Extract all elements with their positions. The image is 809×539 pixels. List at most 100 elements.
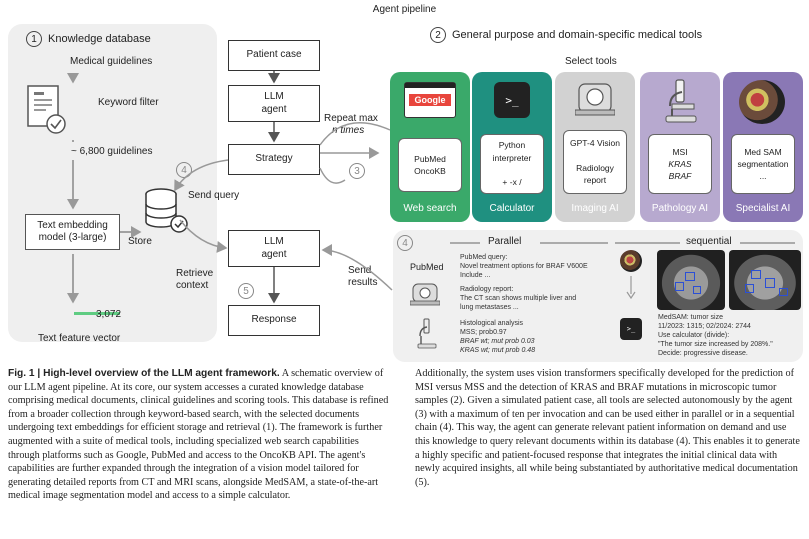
medsam-title: MedSAM: tumor size <box>658 314 723 321</box>
microscope-icon <box>665 79 697 123</box>
pathology-item-0: MSI <box>672 146 688 157</box>
decision-line: Decide: progressive disease. <box>658 350 748 357</box>
web-search-inner: PubMed OncoKB <box>398 138 462 192</box>
step-number-4b: 4 <box>397 235 413 251</box>
sequential-label: sequential <box>686 236 732 247</box>
pubmed-query-text: Novel treatment options for BRAF V600E <box>460 263 588 270</box>
microscope-small-icon <box>417 318 437 349</box>
specialist-item-2: ... <box>759 171 767 182</box>
embedding-line1: Text embedding <box>37 219 108 231</box>
imaging-item-1 <box>594 150 596 162</box>
pathology-inner: MSI KRAS BRAF <box>648 134 712 194</box>
medsam-values: 11/2023: 1315; 02/2024: 2744 <box>658 323 751 330</box>
feature-vector-bar <box>74 312 120 315</box>
radiology-title: Radiology report: <box>460 286 514 293</box>
step-number-1: 1 <box>26 31 42 47</box>
pubmed-query-more: Include ... <box>460 272 491 279</box>
pathology-label: Pathology AI <box>651 203 709 214</box>
section1-title: Knowledge database <box>48 33 151 45</box>
keyword-filter-label: Keyword filter <box>98 97 159 108</box>
calc-line: Use calculator (divide): <box>658 332 730 339</box>
llm-agent-box-2: LLM agent <box>228 230 320 267</box>
flow-arrows <box>67 71 393 304</box>
tool-specialist-ai: Med SAM segmentation ... Specialist AI <box>723 72 803 222</box>
histology-title: Histological analysis <box>460 320 524 327</box>
mode-divider-lines <box>450 242 795 244</box>
web-search-label: Web search <box>403 203 457 214</box>
retrieve-context-label: Retrieve context <box>176 268 214 291</box>
step-number-5: 5 <box>238 283 254 299</box>
terminal-icon: >_ <box>494 82 530 118</box>
calc-result: "The tumor size increased by 208%." <box>658 341 773 348</box>
repeat-line1: Repeat max <box>324 113 378 124</box>
calculator-item-0: Python <box>498 140 526 151</box>
tool-calculator: >_ Python interpreter + -x / Calculator <box>472 72 552 222</box>
tool-web-search: Google PubMed OncoKB Web search <box>390 72 470 222</box>
caption-left-text: A schematic overview of our LLM agent pi… <box>8 368 389 502</box>
web-search-item-1: OncoKB <box>414 166 446 176</box>
calculator-item-1: interpreter <box>492 152 532 163</box>
caption-left-bold: Fig. 1 | High-level overview of the LLM … <box>8 368 280 379</box>
vector-label: Text feature vector <box>38 333 121 344</box>
histology-kras: KRAS wt; mut prob 0.48 <box>460 347 536 354</box>
calculator-item-3: + -x / <box>502 177 522 188</box>
tool-imaging-ai: GPT-4 Vision Radiology report Imaging AI <box>555 72 635 222</box>
histology-braf: BRAF wt; mut prob 0.03 <box>460 338 535 345</box>
send-results-label: Send results <box>348 265 378 288</box>
medsam-results-block: MedSAM: tumor size 11/2023: 1315; 02/202… <box>658 313 803 358</box>
calculator-item-2 <box>511 164 513 176</box>
imaging-item-3: report <box>583 175 607 186</box>
step-number-4a: 4 <box>176 162 192 178</box>
figure-title: Agent pipeline <box>372 4 437 15</box>
browser-window-icon: Google <box>404 82 456 118</box>
select-tools-label: Select tools <box>565 56 617 67</box>
specialist-item-0: Med SAM <box>744 146 782 157</box>
ct-scanner-icon <box>575 83 615 116</box>
pathology-item-1: KRAS <box>668 158 692 169</box>
embedding-line2: model (3-large) <box>38 232 107 243</box>
response-box: Response <box>228 305 320 336</box>
specialist-item-1: segmentation <box>737 158 789 169</box>
google-logo: Google <box>409 94 451 106</box>
llm-agent-box-1: LLM agent <box>228 85 320 122</box>
step-number-2: 2 <box>430 27 446 43</box>
tool-pathology-ai: MSI KRAS BRAF Pathology AI <box>640 72 720 222</box>
calculator-label: Calculator <box>489 203 535 214</box>
ct-scan-image-1 <box>657 250 725 310</box>
terminal-small-icon: >_ <box>620 318 642 340</box>
radiology-text1: The CT scan shows multiple liver and <box>460 295 577 302</box>
radiology-text2: lung metastases ... <box>460 304 519 311</box>
medsam-small-icon <box>620 250 642 272</box>
medical-guidelines-label: Medical guidelines <box>70 56 153 67</box>
imaging-item-0: GPT-4 Vision <box>570 138 620 149</box>
imaging-item-2: Radiology <box>576 163 614 173</box>
ct-scan-image-2 <box>729 250 801 310</box>
imaging-label: Imaging AI <box>571 203 619 214</box>
patient-case-box: Patient case <box>228 40 320 71</box>
caption-right: Additionally, the system uses vision tra… <box>415 367 803 489</box>
section2-title: General purpose and domain-specific medi… <box>452 29 703 41</box>
step-number-3: 3 <box>349 163 365 179</box>
repeat-line2: n times <box>332 125 365 136</box>
parallel-label: Parallel <box>488 236 522 247</box>
section1-header: 1 Knowledge database <box>26 31 151 47</box>
store-label: Store <box>128 236 152 247</box>
web-search-item-0: PubMed <box>414 153 446 164</box>
pubmed-query-block: PubMed query: Novel treatment options fo… <box>460 253 620 280</box>
vector-dimension: 3,072 <box>96 309 122 320</box>
chain-arrow <box>626 276 636 300</box>
histology-block: Histological analysis MSS; prob0.97 BRAF… <box>460 319 620 355</box>
strategy-box: Strategy <box>228 144 320 175</box>
database-icon <box>145 188 188 233</box>
repeat-label: Repeat max n times <box>324 113 378 137</box>
caption-left: Fig. 1 | High-level overview of the LLM … <box>8 367 392 503</box>
pubmed-logo-text: PubMed <box>410 262 444 272</box>
guidelines-count: ~ 6,800 guidelines <box>71 146 153 157</box>
imaging-inner: GPT-4 Vision Radiology report <box>563 130 627 194</box>
specialist-inner: Med SAM segmentation ... <box>731 134 795 194</box>
histology-msi: MSS; prob0.97 <box>460 329 507 336</box>
segmentation-scan-icon <box>739 80 785 124</box>
radiology-block: Radiology report: The CT scan shows mult… <box>460 285 620 312</box>
specialist-label: Specialist AI <box>735 203 791 214</box>
caption-right-text: Additionally, the system uses vision tra… <box>415 368 800 488</box>
